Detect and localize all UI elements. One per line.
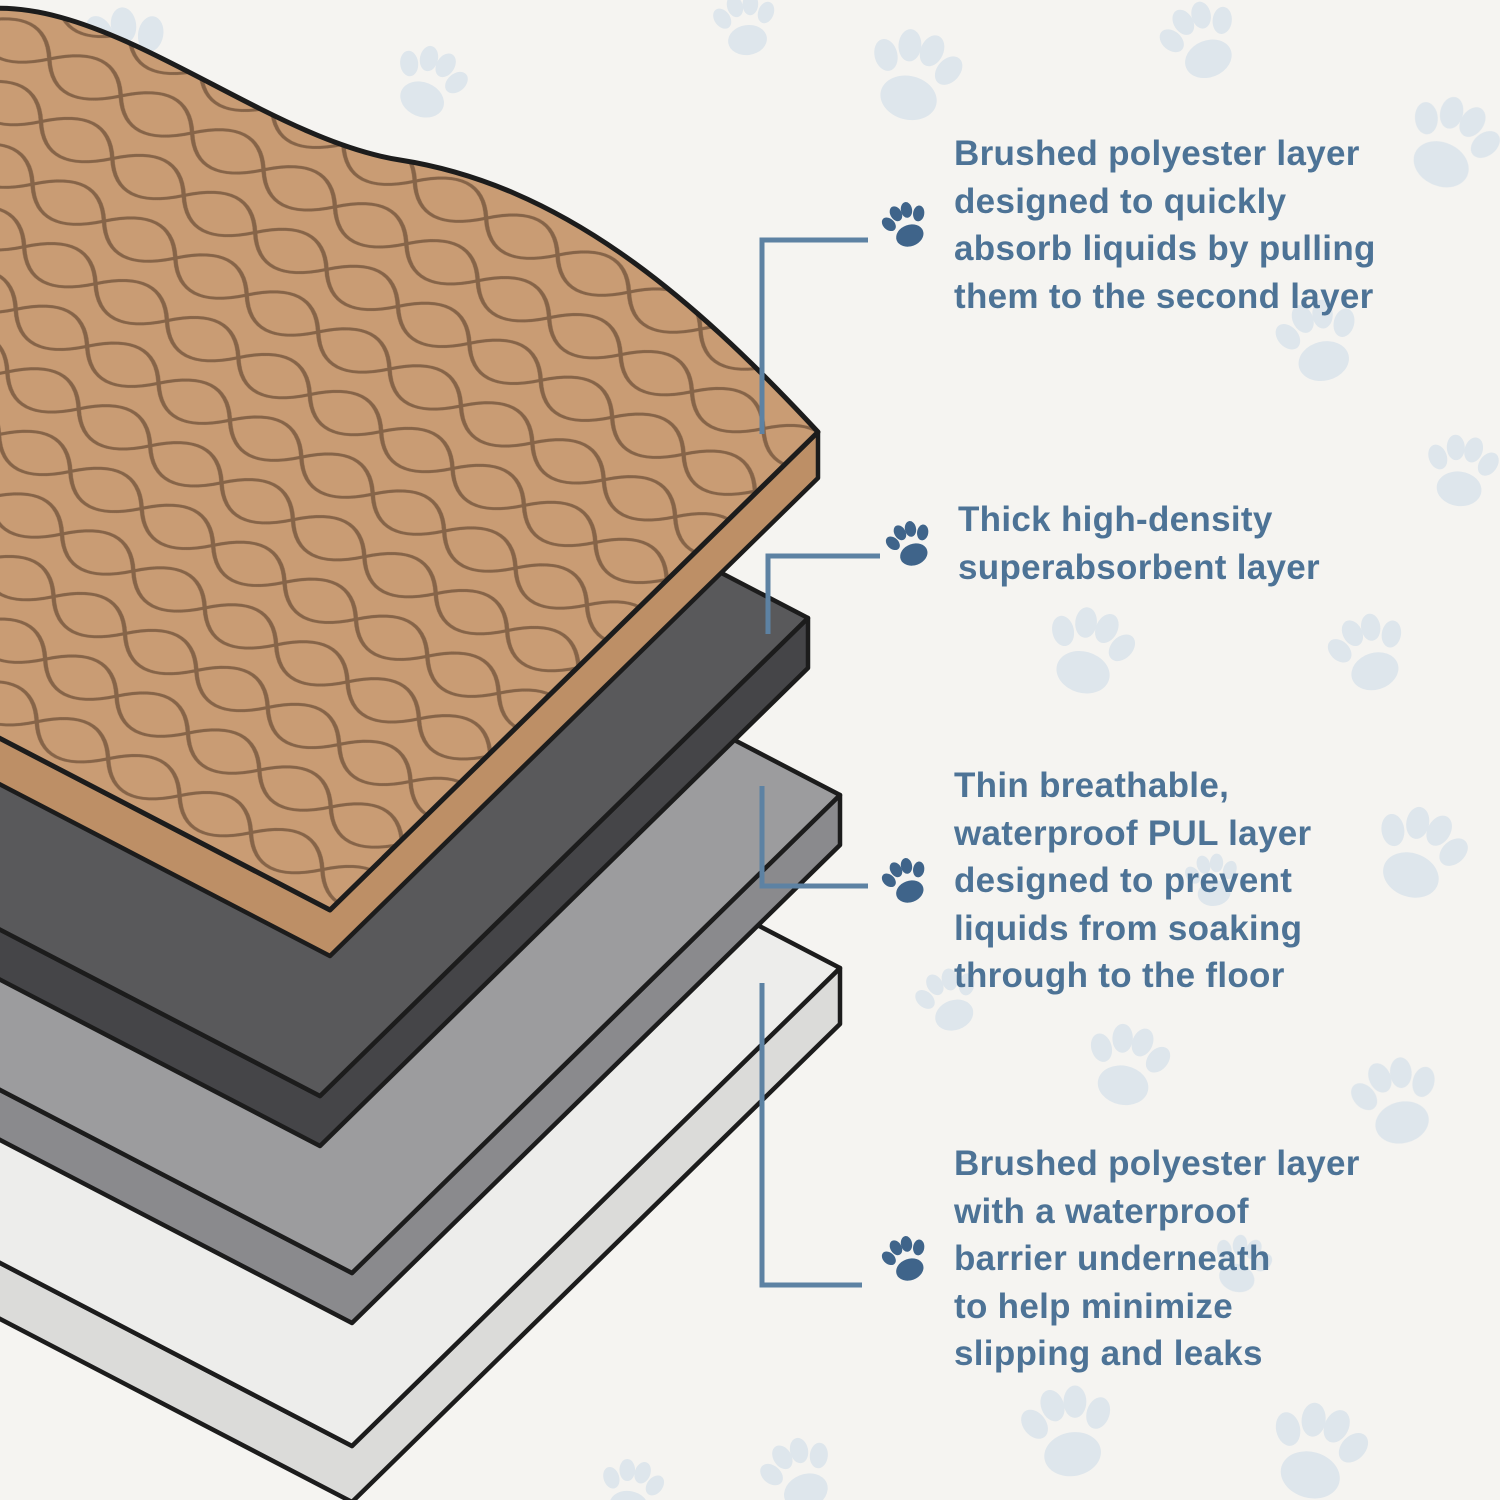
paw-print-icon (1316, 602, 1421, 702)
annotation-layer-1: Brushed polyester layer designed to quic… (875, 130, 1458, 320)
paw-icon (879, 513, 941, 573)
paw-print-icon (1075, 1015, 1180, 1114)
paw-print-icon (1031, 596, 1147, 706)
paw-print-icon (1147, 0, 1255, 92)
annotation-layer-3: Thin breathable, waterproof PUL layer de… (875, 762, 1438, 1000)
paw-print-icon (748, 1426, 849, 1500)
layer-1-quilt-pattern (0, 5, 821, 913)
paw-print-icon (707, 0, 784, 60)
annotation-text-layer-4: Brushed polyester layer with a waterproo… (954, 1144, 1360, 1374)
annotation-text-layer-2: Thick high-density superabsorbent layer (958, 500, 1320, 587)
layer-1-quilted-top (0, 5, 821, 959)
paw-print-icon (1011, 1377, 1126, 1485)
connector-layer-1 (759, 237, 868, 434)
connector-layer-3 (759, 786, 868, 889)
paw-print-icon (592, 1453, 671, 1500)
paw-print-icon (854, 18, 974, 132)
annotation-text-layer-1: Brushed polyester layer designed to quic… (954, 134, 1376, 316)
paw-print-icon (1340, 1047, 1454, 1154)
paw-print-icon (1253, 1390, 1381, 1500)
annotation-layer-2: Thick high-density superabsorbent layer (879, 496, 1462, 591)
connector-layer-2 (765, 553, 880, 634)
paw-icon (875, 851, 937, 910)
paw-print-icon (379, 34, 480, 131)
paw-icon (875, 195, 937, 255)
pad-layers (0, 5, 843, 1500)
connector-layer-4 (759, 983, 862, 1288)
connector-lines (759, 237, 880, 1288)
annotation-layer-4: Brushed polyester layer with a waterproo… (875, 1140, 1438, 1378)
annotation-text-layer-3: Thin breathable, waterproof PUL layer de… (954, 766, 1312, 996)
paw-icon (875, 1229, 937, 1288)
